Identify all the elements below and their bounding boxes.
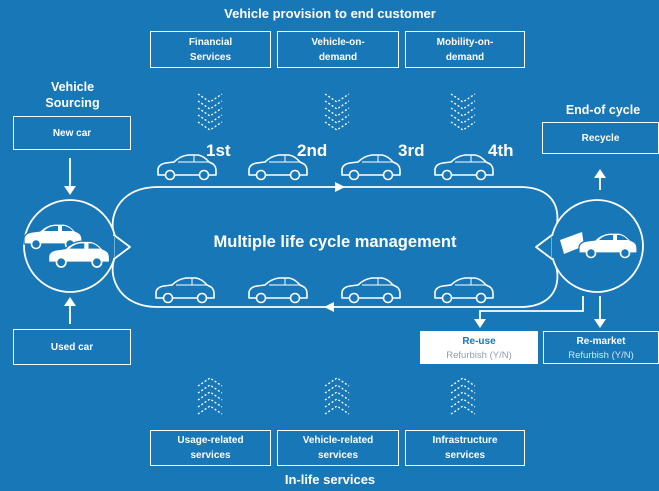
new-car-label: New car: [52, 127, 92, 139]
car-icon: [434, 154, 494, 181]
loop-arrow-left-icon: [324, 302, 334, 312]
financial-services-label: Financial Services: [188, 36, 233, 63]
ordinal-1st: 1st: [206, 141, 231, 160]
arrow-up-icon: [64, 297, 76, 306]
vehicle-related-services-box[interactable]: Vehicle-related services: [277, 430, 399, 466]
usage-related-services-box[interactable]: Usage-related services: [150, 430, 271, 466]
up-chevrons-icon: [324, 377, 350, 415]
ordinal-4th: 4th: [488, 141, 514, 160]
financial-services-box[interactable]: Financial Services: [150, 31, 271, 68]
top-title: Vehicle provision to end customer: [224, 6, 436, 21]
new-car-box[interactable]: New car: [13, 116, 131, 150]
lifecycle-loop-path: [111, 186, 559, 308]
car-icon: [155, 277, 215, 304]
bottom-title: In-life services: [284, 472, 376, 487]
loop-arrow-right-icon: [335, 182, 345, 192]
down-chevrons-icon: [197, 93, 223, 131]
reuse-title: Re-use: [462, 335, 496, 347]
infrastructure-services-label: Infrastructure services: [432, 435, 498, 461]
recycle-label: Recycle: [581, 132, 620, 144]
center-title: Multiple life cycle management: [213, 233, 457, 251]
reuse-box[interactable]: Re-use Refurbish (Y/N): [420, 331, 538, 364]
mobility-on-demand-box[interactable]: Mobility-on- demand: [405, 31, 525, 68]
arrow-down-icon: [64, 186, 76, 195]
car-icon: [157, 154, 217, 181]
remarket-title: Re-market: [576, 335, 626, 347]
usage-related-services-label: Usage-related services: [177, 435, 244, 461]
up-chevrons-icon: [197, 377, 223, 415]
remarket-subtitle: Refurbish (Y/N): [568, 349, 634, 361]
tow-ramp-icon: [560, 232, 584, 254]
used-car-label: Used car: [50, 341, 94, 353]
reuse-subtitle: Refurbish (Y/N): [446, 349, 512, 361]
arrow-up-icon: [594, 169, 606, 178]
car-icon: [248, 277, 308, 304]
car-icon: [434, 277, 494, 304]
arrow-down-icon: [594, 319, 606, 328]
vehicle-related-services-label: Vehicle-related services: [302, 435, 374, 461]
ordinal-3rd: 3rd: [398, 141, 425, 160]
used-car-box[interactable]: Used car: [13, 329, 131, 365]
arrow-down-icon: [474, 319, 486, 328]
car-icon: [341, 277, 401, 304]
vehicle-sourcing-title: Vehicle Sourcing: [45, 80, 100, 110]
vehicle-on-demand-box[interactable]: Vehicle-on- demand: [277, 31, 399, 68]
end-of-cycle-title: End-of cycle: [565, 103, 641, 117]
ordinal-2nd: 2nd: [297, 141, 328, 160]
down-chevrons-icon: [324, 93, 350, 131]
down-chevrons-icon: [450, 93, 476, 131]
mobility-on-demand-label: Mobility-on- demand: [436, 36, 494, 63]
up-chevrons-icon: [450, 377, 476, 415]
car-icon: [341, 154, 401, 181]
car-icon: [248, 154, 308, 181]
infrastructure-services-box[interactable]: Infrastructure services: [405, 430, 525, 466]
vehicle-on-demand-label: Vehicle-on- demand: [311, 36, 365, 63]
